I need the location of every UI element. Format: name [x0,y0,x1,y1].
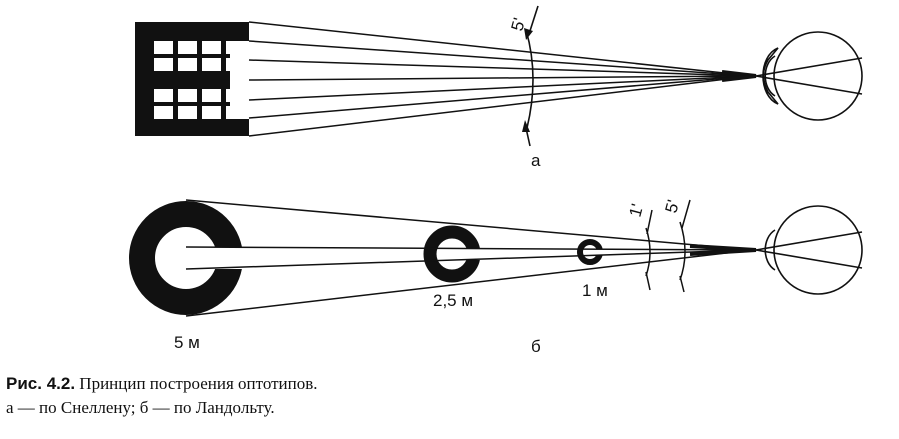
landolt-angle-5-label: 5' [662,198,684,215]
eye-icon [755,31,863,121]
optotype-diagram: 5' а [129,5,863,356]
eye-icon [755,205,863,295]
landolt-ring-2-5m [423,225,484,283]
caption-subtitle: а — по Снеллену; б — по Ландольту. [6,398,275,417]
ring-label-5m: 5 м [174,333,200,352]
snellen-angle-arc [522,5,539,147]
caption-title-line: Рис. 4.2. Принцип построения оптотипов. [6,372,886,396]
ring-label-2-5m: 2,5 м [433,291,473,310]
ring-label-1m: 1 м [582,281,608,300]
snellen-panel: 5' а [135,5,863,170]
panel-b-label: б [531,337,541,356]
snellen-rays [248,21,757,137]
landolt-angle-1-label: 1' [626,202,648,219]
landolt-angle-arcs [645,199,691,293]
figure-caption: Рис. 4.2. Принцип построения оптотипов. … [6,372,886,420]
snellen-e-optotype [135,22,249,136]
panel-a-label: а [531,151,541,170]
landolt-rays [185,199,757,317]
snellen-angle-label: 5' [508,16,530,33]
landolt-ring-1m [577,239,606,265]
figure-number: Рис. 4.2. [6,374,76,393]
landolt-ring-5m [129,201,250,315]
landolt-panel: 1' 5' 5 м 2,5 м 1 м б [129,198,863,356]
caption-title: Принцип построения оптотипов. [75,374,318,393]
